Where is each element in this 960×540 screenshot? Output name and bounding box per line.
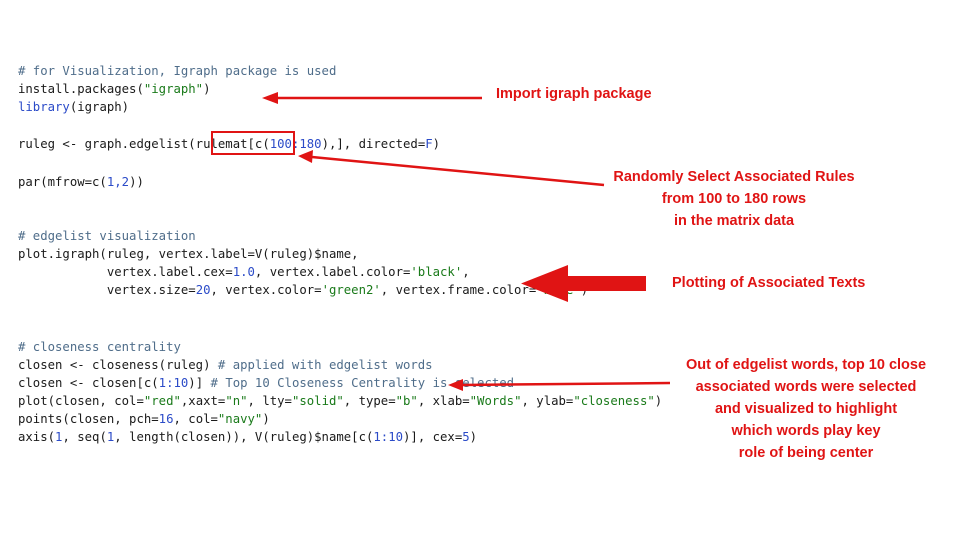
code-string: "b" xyxy=(395,394,418,408)
code-token: ) xyxy=(203,82,211,96)
code-token: , seq( xyxy=(62,430,107,444)
code-string: "red" xyxy=(143,394,181,408)
code-token: , xyxy=(462,265,470,279)
code-token: , type= xyxy=(343,394,396,408)
code-string: "closeness" xyxy=(573,394,655,408)
code-comment: # Top 10 Closeness Centrality is selecte… xyxy=(210,376,515,390)
annotation-line: from 100 to 180 rows xyxy=(661,191,807,207)
code-token: ) xyxy=(469,430,478,444)
code-number: 1:10 xyxy=(373,430,404,444)
code-string: "solid" xyxy=(291,394,344,408)
code-token: (igraph) xyxy=(69,100,130,114)
code-token: )] xyxy=(188,376,211,390)
code-string: "navy" xyxy=(217,412,263,426)
code-block-closeness: # closeness centrality closen <- closene… xyxy=(18,338,662,446)
code-number: 5 xyxy=(462,430,470,444)
code-token: closen <- closen[c( xyxy=(18,376,159,390)
highlight-box xyxy=(211,131,295,155)
code-number: 1 xyxy=(55,430,63,444)
code-comment: # applied with edgelist words xyxy=(217,358,433,372)
code-number: 20 xyxy=(195,283,211,297)
code-number: 100:180 xyxy=(269,137,322,151)
code-token: plot.igraph(ruleg, vertex.label=V(ruleg)… xyxy=(18,247,359,261)
code-token: ) xyxy=(432,137,441,151)
code-token: points(closen, pch= xyxy=(18,412,159,426)
code-token: closen <- closeness(ruleg) xyxy=(18,358,218,372)
code-comment: # closeness centrality xyxy=(18,340,181,354)
annotation-line: in the matrix data xyxy=(673,213,795,229)
code-token: , lty= xyxy=(247,394,292,408)
code-token: , length(closen)), V(ruleg)$name[c( xyxy=(114,430,374,444)
annotation-line: which words play key xyxy=(731,423,881,439)
annotation-random: Randomly Select Associated Rules from 10… xyxy=(600,166,868,232)
code-keyword: library xyxy=(18,100,70,114)
code-token: , vertex.label.color= xyxy=(254,265,411,279)
code-comment: # for Visualization, Igraph package is u… xyxy=(18,64,337,78)
code-token: ) xyxy=(654,394,663,408)
code-token: [c( xyxy=(247,137,270,151)
code-token: , directed= xyxy=(343,137,426,151)
code-comment: # edgelist visualization xyxy=(18,229,196,243)
code-token: install.packages( xyxy=(18,82,144,96)
code-token: )], cex= xyxy=(403,430,463,444)
code-token: vertex.label.cex= xyxy=(18,265,233,279)
arrow-left-icon xyxy=(521,265,646,302)
code-token: ) xyxy=(262,412,270,426)
annotation-plotting: Plotting of Associated Texts xyxy=(672,275,866,291)
code-token: , vertex.color= xyxy=(210,283,322,297)
code-number: F xyxy=(425,137,433,151)
code-string: "igraph" xyxy=(143,82,204,96)
code-token: )) xyxy=(129,175,144,189)
code-string: "Words" xyxy=(469,394,522,408)
code-token: vertex.size= xyxy=(18,283,196,297)
code-token: ,xaxt= xyxy=(180,394,226,408)
annotation-import: Import igraph package xyxy=(496,86,652,102)
code-token: par(mfrow=c( xyxy=(18,175,107,189)
code-string: 'green2' xyxy=(321,283,381,297)
code-token: axis( xyxy=(18,430,56,444)
code-token: , xlab= xyxy=(417,394,470,408)
annotation-line: Randomly Select Associated Rules xyxy=(613,169,855,185)
code-token: , vertex.frame.color= xyxy=(380,283,537,297)
annotation-line: and visualized to highlight xyxy=(714,401,898,417)
code-number: 1:10 xyxy=(158,376,189,390)
annotation-line: Out of edgelist words, top 10 close xyxy=(685,357,927,373)
code-token: , col= xyxy=(173,412,218,426)
code-block-install: # for Visualization, Igraph package is u… xyxy=(18,62,336,116)
code-token: ),] xyxy=(321,137,344,151)
code-number: 1.0 xyxy=(232,265,255,279)
code-block-par: par(mfrow=c(1,2)) xyxy=(18,173,144,191)
code-token: , ylab= xyxy=(521,394,574,408)
arrow-left-icon xyxy=(298,150,605,187)
code-string: 'black' xyxy=(410,265,463,279)
code-number: 1 xyxy=(106,430,115,444)
code-number: 1,2 xyxy=(106,175,130,189)
code-number: 16 xyxy=(158,412,174,426)
annotation-line: associated words were selected xyxy=(695,379,917,395)
arrow-left-icon xyxy=(262,92,482,104)
arrow-left-icon xyxy=(448,379,671,391)
code-token: ruleg <- graph.edgelist(rulemat xyxy=(18,137,248,151)
code-token: plot(closen, col= xyxy=(18,394,144,408)
annotation-line: role of being center xyxy=(738,445,874,461)
code-block-edgelist: ruleg <- graph.edgelist(rulemat[c(100:18… xyxy=(18,135,440,153)
annotation-closeness: Out of edgelist words, top 10 close asso… xyxy=(672,354,940,464)
code-string: "n" xyxy=(225,394,248,408)
